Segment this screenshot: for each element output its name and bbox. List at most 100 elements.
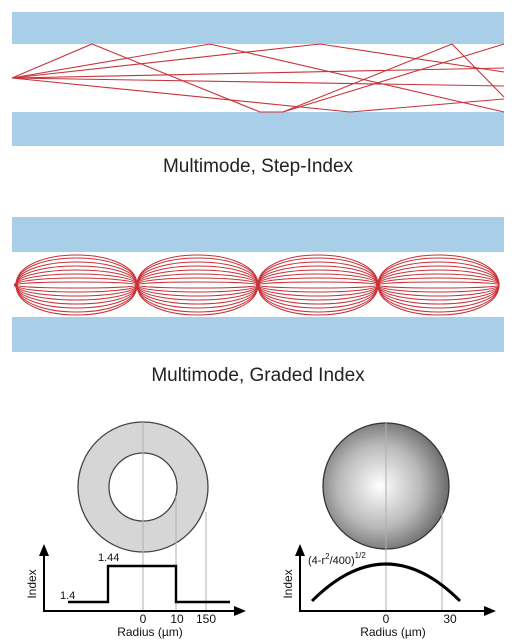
graded-ray — [136, 269, 259, 286]
graded-ray — [15, 284, 138, 301]
graded-formula: (4-r2/400)1/2 — [308, 551, 366, 567]
graded-ray — [136, 254, 259, 286]
graded-ray — [377, 265, 500, 286]
step-low-label: 1.4 — [60, 590, 75, 602]
graded-ray — [15, 284, 138, 309]
graded-ray — [257, 284, 379, 297]
graded-ray — [136, 284, 259, 309]
graded-ray — [257, 284, 379, 309]
graded-tick-30: 30 — [443, 612, 457, 626]
graded-ray — [257, 265, 379, 286]
graded-ray — [136, 277, 259, 286]
graded-ray — [377, 284, 500, 301]
step-y-arrow — [39, 544, 49, 556]
graded-ray — [15, 284, 138, 305]
graded-rays — [13, 254, 500, 316]
graded-ray — [257, 273, 379, 286]
graded-node — [375, 282, 381, 288]
graded-ray — [377, 284, 500, 305]
graded-ray — [15, 273, 138, 286]
graded-x-label: Radius (µm) — [360, 625, 426, 639]
graded-ray — [377, 261, 500, 286]
graded-ray — [15, 284, 138, 313]
graded-ray — [15, 254, 138, 286]
graded-ray — [257, 281, 379, 286]
graded-ray — [377, 284, 500, 313]
graded-ray — [15, 265, 138, 286]
graded-ray — [136, 284, 259, 301]
graded-profile-curve — [310, 562, 462, 603]
graded-ray — [136, 284, 259, 313]
step-cladding-bottom — [12, 112, 504, 146]
graded-node — [13, 282, 19, 288]
graded-ray — [136, 284, 259, 293]
step-rays — [11, 43, 505, 113]
graded-ray — [15, 284, 138, 289]
graded-ray — [257, 257, 379, 286]
graded-ray — [377, 257, 500, 286]
graded-y-label: Index — [281, 569, 295, 598]
graded-ray — [377, 269, 500, 286]
graded-ray — [257, 284, 379, 305]
step-x-label: Radius (µm) — [117, 625, 183, 639]
graded-node — [255, 282, 261, 288]
graded-x-arrow — [484, 606, 496, 616]
graded-ray — [257, 284, 379, 313]
graded-index-fiber — [12, 217, 504, 352]
graded-ray — [257, 277, 379, 286]
step-high-label: 1.44 — [98, 552, 119, 564]
graded-ray — [15, 281, 138, 286]
graded-ray — [136, 284, 259, 297]
graded-ray — [377, 284, 500, 297]
graded-ray — [377, 284, 500, 309]
graded-ray — [136, 284, 259, 316]
step-index-caption: Multimode, Step-Index — [162, 156, 354, 177]
step-profile: Index 1.44 1.4 0 10 150 Radius (µm) — [25, 421, 246, 639]
graded-ray — [257, 284, 379, 301]
graded-ray — [15, 284, 138, 293]
graded-ray — [136, 284, 259, 289]
graded-ray — [15, 284, 138, 297]
graded-ray — [257, 284, 379, 293]
graded-tick-0: 0 — [383, 612, 390, 626]
graded-ray — [377, 277, 500, 286]
graded-cladding-top — [12, 217, 504, 252]
graded-index-caption: Multimode, Graded Index — [151, 365, 365, 386]
graded-ray — [136, 281, 259, 286]
graded-ray — [257, 254, 379, 286]
step-cladding-top — [12, 12, 504, 44]
step-y-axis — [43, 553, 238, 612]
graded-ray — [377, 284, 500, 289]
graded-ray — [257, 284, 379, 289]
graded-ray — [377, 254, 500, 286]
graded-ray — [15, 269, 138, 286]
graded-cladding-bottom — [12, 317, 504, 352]
step-tick-0: 0 — [140, 612, 147, 626]
graded-ray — [257, 284, 379, 316]
graded-ray — [15, 284, 138, 316]
graded-ray — [377, 284, 500, 293]
graded-ray — [15, 257, 138, 286]
graded-ray — [377, 284, 500, 316]
step-x-arrow — [234, 606, 246, 616]
graded-y-arrow — [295, 544, 305, 556]
graded-ray — [377, 273, 500, 286]
graded-ray — [15, 277, 138, 286]
graded-profile: Index (4-r2/400)1/2 0 30 Radius (µm) — [281, 422, 496, 639]
step-tick-10: 10 — [170, 612, 184, 626]
step-profile-curve — [68, 564, 230, 604]
graded-ray — [136, 261, 259, 286]
graded-ray — [15, 261, 138, 286]
graded-ray — [257, 269, 379, 286]
graded-ray — [257, 261, 379, 286]
step-y-label: Index — [25, 569, 39, 598]
graded-node — [134, 282, 140, 288]
step-core — [12, 44, 504, 112]
step-index-fiber — [11, 12, 505, 146]
graded-y-axis — [299, 553, 486, 612]
step-tick-150: 150 — [196, 612, 216, 626]
graded-ray — [136, 265, 259, 286]
graded-ray — [136, 273, 259, 286]
graded-ray — [136, 284, 259, 305]
